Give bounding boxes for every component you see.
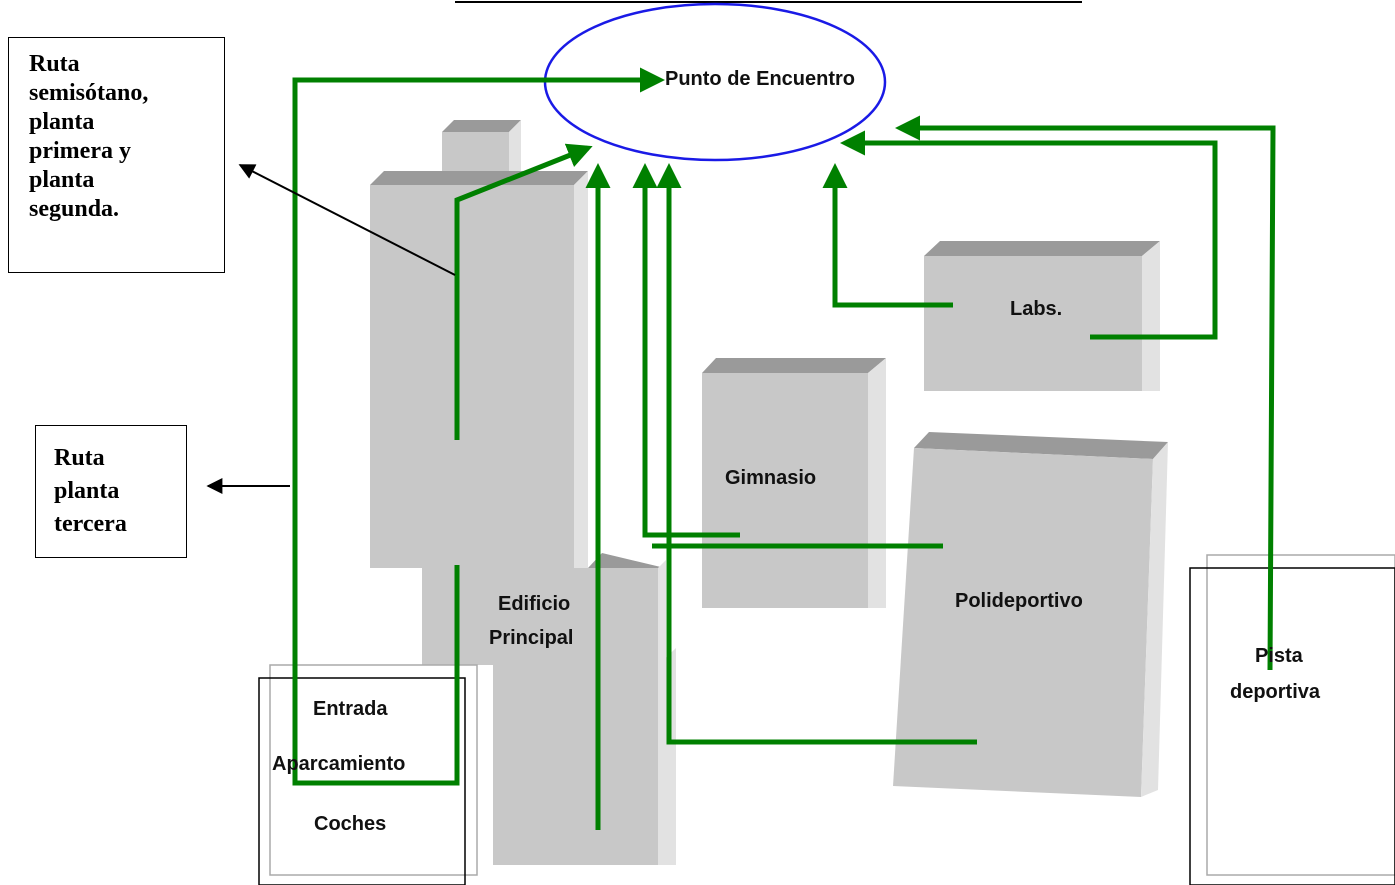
legend-third-line: Ruta	[54, 445, 105, 471]
legend-upper-line: planta	[29, 167, 95, 193]
legend-box-third-floor: Ruta planta tercera	[35, 425, 187, 558]
building-polideportivo	[893, 432, 1168, 797]
legend-upper-line: segunda.	[29, 196, 120, 222]
meeting-point-label: Punto de Encuentro	[665, 68, 855, 90]
entrance-label-2: Aparcamiento	[272, 753, 405, 775]
gimnasio-label: Gimnasio	[725, 467, 816, 489]
route-pista	[895, 115, 1276, 671]
building-principal	[370, 171, 676, 865]
evacuation-routes	[292, 67, 1276, 830]
legend-upper-line: planta	[29, 109, 95, 135]
legend-third-line: planta	[54, 478, 120, 504]
legend-upper-line: primera y	[29, 138, 131, 164]
route-gimnasio	[632, 163, 740, 538]
principal-label-1: Edificio	[498, 593, 570, 615]
building-labs	[924, 241, 1160, 391]
legend-arrow-upper	[238, 164, 456, 276]
legend-upper-line: semisótano,	[29, 80, 149, 106]
route-third-floor	[292, 67, 665, 786]
pista-outline-back	[1206, 554, 1395, 876]
building-principal-tower	[442, 120, 521, 176]
entrance-outline	[258, 677, 466, 885]
pista-outline	[1189, 567, 1395, 885]
pista-label-2: deportiva	[1230, 681, 1321, 703]
principal-label-2: Principal	[489, 627, 573, 649]
entrance-label-3: Coches	[314, 813, 386, 835]
polideportivo-label: Polideportivo	[955, 590, 1083, 612]
legend-box-upper-floors: Ruta semisótano, planta primera y planta…	[8, 37, 225, 273]
labs-label: Labs.	[1010, 298, 1062, 320]
legend-third-line: tercera	[54, 511, 127, 537]
entrance-label-1: Entrada	[313, 698, 388, 720]
pista-label-1: Pista	[1255, 645, 1304, 667]
route-labs-right	[840, 130, 1218, 340]
route-principal-upper	[454, 143, 593, 440]
legend-upper-line: Ruta	[29, 51, 80, 77]
route-labs-left	[822, 163, 953, 308]
entrance-outline-back	[269, 664, 478, 876]
route-polideportivo-lower	[656, 163, 977, 745]
